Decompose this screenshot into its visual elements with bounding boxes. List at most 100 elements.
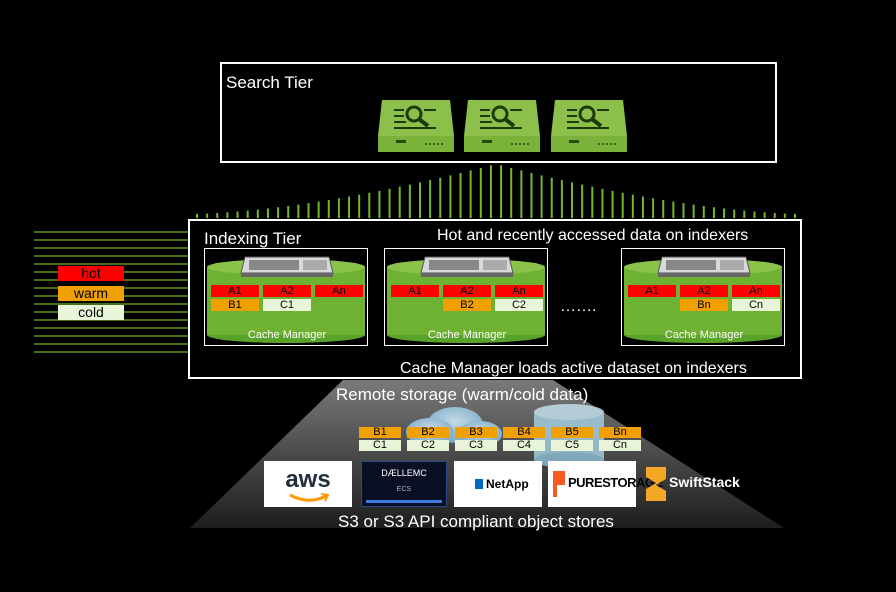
storage-cell-cold: C5 xyxy=(551,440,593,451)
connection-bar xyxy=(358,194,361,218)
dellemc-product-text: ECS xyxy=(396,486,412,493)
connection-bar xyxy=(733,209,736,218)
indexer-cell: Cn xyxy=(732,299,780,311)
server-chassis-icon xyxy=(420,256,514,277)
connection-bar xyxy=(753,211,756,218)
connection-bar xyxy=(672,201,675,218)
connection-bar xyxy=(236,211,239,218)
connection-bar xyxy=(571,182,574,218)
cache-manager-label: Cache Manager xyxy=(664,329,744,341)
connection-bar xyxy=(479,167,482,218)
connection-bar xyxy=(550,177,553,218)
connection-bar xyxy=(489,165,492,218)
indexing-tier-note-top: Hot and recently accessed data on indexe… xyxy=(437,227,749,244)
aws-smile-icon xyxy=(289,493,330,502)
search-tier-box xyxy=(220,62,777,163)
indexer-cell: Bn xyxy=(680,299,728,311)
connection-bar xyxy=(763,212,766,218)
indexer-cell: C1 xyxy=(263,299,311,311)
connection-bar xyxy=(449,175,452,218)
connection-bar xyxy=(723,208,726,218)
indexer-cell: A1 xyxy=(391,285,439,297)
search-server-icon xyxy=(378,100,454,152)
connection-bar xyxy=(611,190,614,218)
connection-bar xyxy=(560,180,563,218)
connection-bar xyxy=(246,210,249,218)
swiftstack-logo: SwiftStack xyxy=(642,461,740,507)
connection-bar xyxy=(500,165,503,218)
connection-bar xyxy=(429,180,432,218)
connection-bar xyxy=(216,213,219,218)
connection-bar xyxy=(692,204,695,218)
connection-bar xyxy=(297,204,300,218)
connection-bar xyxy=(682,203,685,218)
connection-bar xyxy=(591,186,594,218)
connection-bar xyxy=(621,192,624,218)
connection-bar xyxy=(439,177,442,218)
connection-bar xyxy=(408,184,411,218)
purestorage-mark-icon xyxy=(553,471,565,497)
legend-cold: cold xyxy=(58,305,124,320)
indexer-ellipsis: ……. xyxy=(560,298,597,315)
connection-bar xyxy=(287,205,290,218)
indexing-tier-title: Indexing Tier xyxy=(204,229,302,248)
indexer-cell: A1 xyxy=(211,285,259,297)
connection-bar xyxy=(348,196,351,218)
connection-bar xyxy=(307,203,310,218)
indexer-cell: An xyxy=(315,285,363,297)
connection-bar xyxy=(641,196,644,218)
search-server-icon xyxy=(464,100,540,152)
search-server-icon xyxy=(551,100,627,152)
remote-storage-title: Remote storage (warm/cold data) xyxy=(336,385,589,404)
storage-cell-cold: C2 xyxy=(407,440,449,451)
connection-bar xyxy=(743,210,746,218)
connection-bar xyxy=(206,213,209,218)
indexer-cell: An xyxy=(732,285,780,297)
connection-bar xyxy=(794,213,796,218)
connection-bar xyxy=(317,201,320,218)
connection-bar xyxy=(388,188,391,218)
connection-bar xyxy=(540,175,543,218)
connection-bar xyxy=(530,172,533,218)
indexer-cell: A2 xyxy=(443,285,491,297)
indexer-cell: An xyxy=(495,285,543,297)
swiftstack-logo-text: SwiftStack xyxy=(669,474,740,490)
server-chassis-icon xyxy=(240,256,334,277)
storage-cell-warm: Bn xyxy=(599,427,641,438)
storage-cell-cold: C4 xyxy=(503,440,545,451)
connection-bar xyxy=(398,186,401,218)
dellemc-brand-text: DÆLLEMC xyxy=(381,468,427,478)
swiftstack-mark-icon xyxy=(646,467,666,501)
connection-bar xyxy=(510,167,513,218)
connection-bar xyxy=(337,198,340,218)
remote-storage-area xyxy=(190,380,784,528)
storage-cell-warm: B2 xyxy=(407,427,449,438)
connection-bar xyxy=(601,188,604,218)
connection-bar xyxy=(520,170,523,218)
connection-bar xyxy=(783,213,786,218)
connection-bar xyxy=(469,170,472,218)
legend-hot: hot xyxy=(58,266,124,281)
indexer-cell: A1 xyxy=(628,285,676,297)
indexer-cell: B1 xyxy=(211,299,259,311)
server-chassis-icon xyxy=(657,256,751,277)
indexer-node: A1 A2 An B1 C1 Cache Manager xyxy=(204,248,368,346)
purestorage-logo: PURESTORAGE xyxy=(548,461,663,507)
legend-warm: warm xyxy=(58,286,124,301)
cache-manager-label: Cache Manager xyxy=(427,329,507,341)
storage-cell-warm: B3 xyxy=(455,427,497,438)
storage-cell-cold: C1 xyxy=(359,440,401,451)
connection-bar xyxy=(378,190,381,218)
indexer-node: A1 A2 An B2 C2 Cache Manager xyxy=(384,248,548,346)
connection-bar xyxy=(327,199,330,218)
search-connection-bars xyxy=(196,165,796,218)
indexer-cell: C2 xyxy=(495,299,543,311)
connection-bar xyxy=(277,207,280,218)
remote-storage-footer: S3 or S3 API compliant object stores xyxy=(338,512,614,531)
purestorage-logo-text: PURESTORAGE xyxy=(568,475,663,490)
search-tier-title: Search Tier xyxy=(226,73,313,92)
connection-bar xyxy=(581,184,584,218)
connection-bar xyxy=(266,208,269,218)
aws-logo-text: aws xyxy=(285,466,331,493)
connection-bar xyxy=(459,172,462,218)
